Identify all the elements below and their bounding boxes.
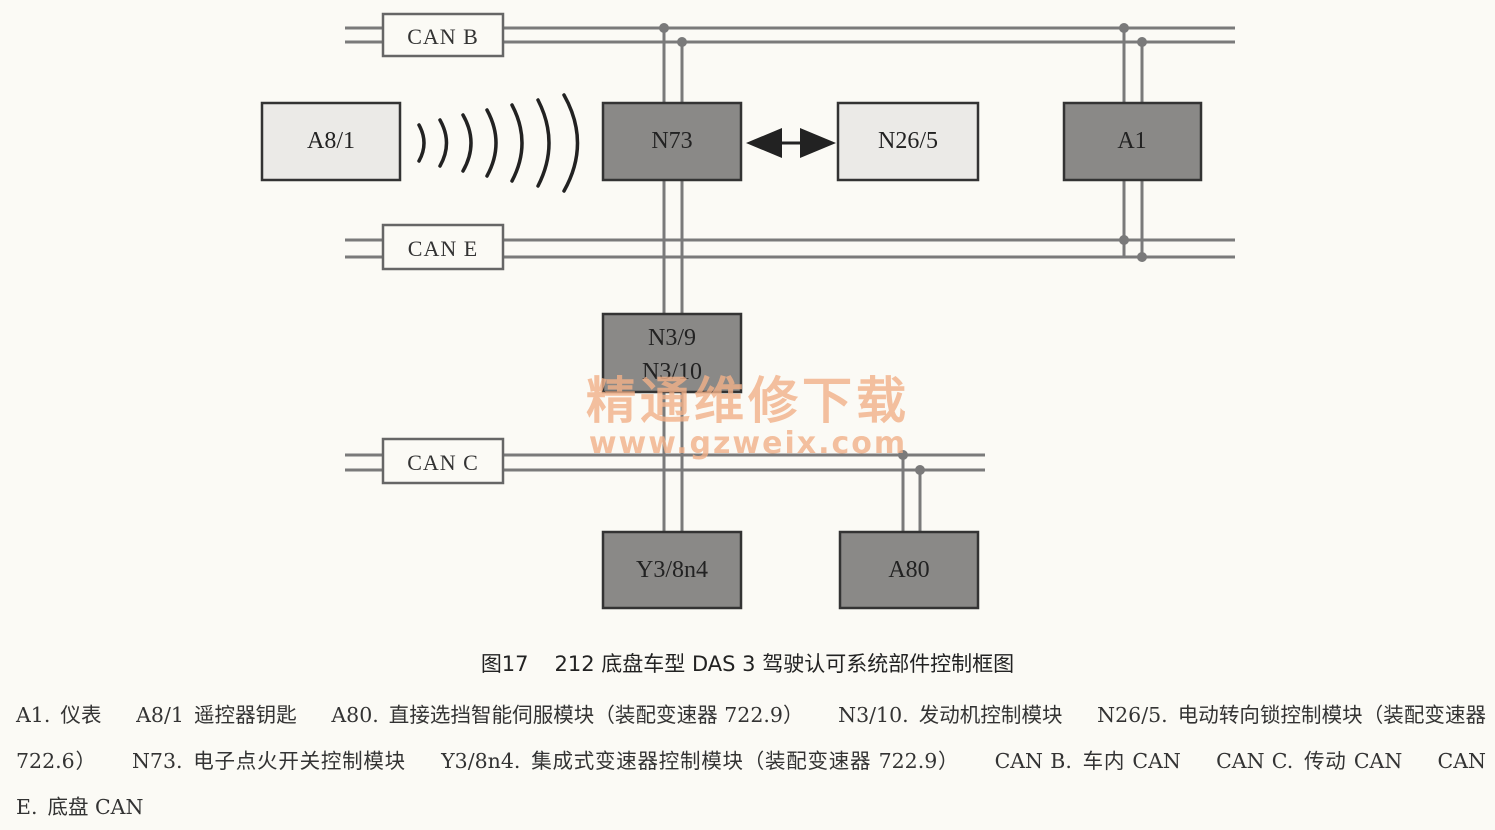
legend-entry: N3/10. 发动机控制模块 xyxy=(838,703,1062,727)
figure-title: 212 底盘车型 DAS 3 驾驶认可系统部件控制框图 xyxy=(554,652,1015,676)
can-e-label: CAN E xyxy=(408,236,478,261)
legend-entry: CAN B. 车内 CAN xyxy=(995,749,1181,773)
figure-number: 图17 xyxy=(480,652,529,676)
node-a8-1: A8/1 xyxy=(260,101,402,182)
legend-desc: 集成式变速器控制模块（装配变速器 722.9） xyxy=(530,749,960,773)
node-n3-label-line2: N3/10 xyxy=(642,359,702,385)
node-n73: N73 xyxy=(601,101,743,182)
legend-entry: N26/5.电动转向锁控制模块（装配变速器 722.6） xyxy=(16,703,1486,773)
figure-caption: 图17 212 底盘车型 DAS 3 驾驶认可系统部件控制框图 xyxy=(0,648,1495,678)
legend-desc: 遥控器钥匙 xyxy=(193,703,297,727)
legend-entry: A80. 直接选挡智能伺服模块（装配变速器 722.9） xyxy=(331,703,803,727)
node-a1: A1 xyxy=(1062,101,1203,182)
legend-entry: A1. 仪表 xyxy=(16,703,102,727)
legend-entry: N73. 电子点火开关控制模块 xyxy=(132,749,406,773)
node-a1-label: A1 xyxy=(1117,128,1146,154)
legend-key: CAN C. xyxy=(1216,749,1294,773)
legend-key: CAN E. xyxy=(16,749,1486,819)
legend-desc: 仪表 xyxy=(60,703,102,727)
node-n26-5: N26/5 xyxy=(836,101,980,182)
legend-key: A80. xyxy=(331,703,379,727)
legend-desc: 发动机控制模块 xyxy=(918,703,1063,727)
watermark: 精通维修下载 www.gzweix.com xyxy=(586,372,910,461)
node-y3-label: Y3/8n4 xyxy=(636,557,708,583)
node-n3: N3/9 N3/10 xyxy=(601,312,743,394)
legend-entry: CAN E.底盘 CAN xyxy=(16,749,1486,819)
node-n26-5-label: N26/5 xyxy=(878,128,938,154)
bus-connections xyxy=(659,23,1147,532)
legend-key: CAN B. xyxy=(994,749,1072,773)
can-b-label: CAN B xyxy=(407,24,479,49)
node-a80: A80 xyxy=(838,530,980,610)
legend-desc: 电子点火开关控制模块 xyxy=(192,749,406,773)
block-diagram: CAN B CAN E CAN C xyxy=(260,12,1235,610)
wireless-signal xyxy=(417,93,580,193)
legend-desc: 传动 CAN xyxy=(1303,749,1403,773)
node-a80-label: A80 xyxy=(888,557,929,583)
legend-key: A8/1 xyxy=(136,703,184,727)
can-b-bus: CAN B xyxy=(345,12,1235,58)
legend-key: N26/5. xyxy=(1097,703,1168,727)
legend-key: A1. xyxy=(16,703,51,727)
can-c-label: CAN C xyxy=(407,450,479,475)
node-y3: Y3/8n4 xyxy=(601,530,743,610)
node-n3-label-line1: N3/9 xyxy=(648,325,696,351)
node-n73-label: N73 xyxy=(651,128,692,154)
node-a8-1-label: A8/1 xyxy=(307,128,355,154)
legend-desc: 直接选挡智能伺服模块（装配变速器 722.9） xyxy=(388,703,804,727)
legend-entry: CAN C. 传动 CAN xyxy=(1216,749,1402,773)
watermark-url: www.gzweix.com xyxy=(589,426,907,461)
watermark-text: 精通维修下载 xyxy=(586,372,910,430)
legend-entry: Y3/8n4. 集成式变速器控制模块（装配变速器 722.9） xyxy=(441,749,959,773)
legend-entry: A8/1 遥控器钥匙 xyxy=(136,703,297,727)
legend-key: N73. xyxy=(131,749,183,773)
legend-key: N3/10. xyxy=(838,703,909,727)
legend: A1. 仪表 A8/1 遥控器钥匙 A80. 直接选挡智能伺服模块（装配变速器 722… xyxy=(16,692,1486,830)
can-e-bus: CAN E xyxy=(345,223,1235,271)
legend-desc: 车内 CAN xyxy=(1081,749,1181,773)
legend-key: Y3/8n4. xyxy=(441,749,521,773)
legend-desc: 电动转向锁控制模块（装配变速器 722.6） xyxy=(16,703,1486,773)
legend-desc: 底盘 CAN xyxy=(47,795,144,819)
